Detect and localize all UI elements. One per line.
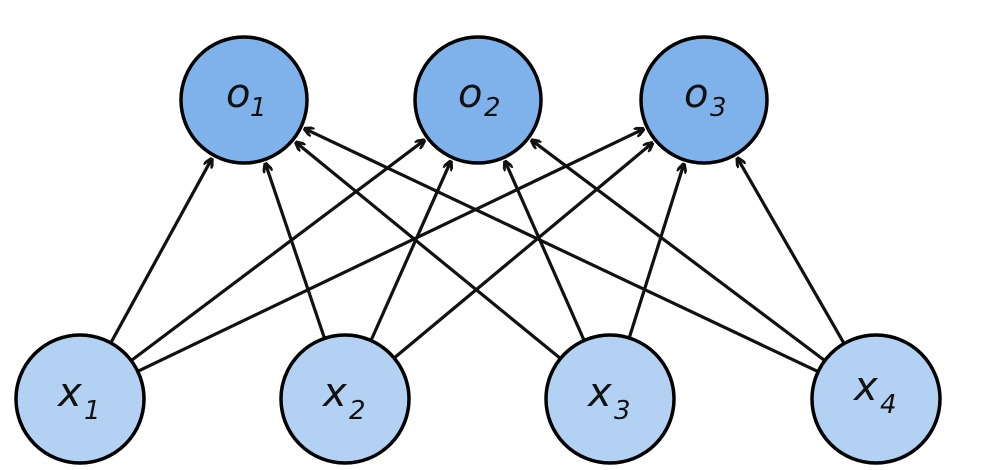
input-node-x2: x 2 xyxy=(279,333,411,465)
output-node-o2: o 2 xyxy=(413,35,543,165)
edge-x4-o1 xyxy=(305,129,818,373)
edge-x1-o3 xyxy=(137,129,644,373)
input-node-x2-sub: 2 xyxy=(349,396,366,426)
edge-x3-o1 xyxy=(296,142,561,360)
output-node-o2-var: o xyxy=(458,71,482,117)
edge-x2-o2 xyxy=(369,161,450,341)
output-node-o3-var: o xyxy=(684,71,708,117)
edge-x1-o1 xyxy=(109,159,212,343)
input-node-x1: x 1 xyxy=(14,333,146,465)
output-node-o3: o 3 xyxy=(639,35,769,165)
edge-x4-o2 xyxy=(532,140,825,362)
output-node-o1-var: o xyxy=(226,71,250,117)
input-node-x4-sub: 4 xyxy=(880,390,897,420)
input-node-x4: x 4 xyxy=(810,333,942,465)
output-node-o1-sub: 1 xyxy=(250,93,267,123)
output-node-o3-sub: 3 xyxy=(710,93,727,123)
edge-x2-o3 xyxy=(393,143,653,359)
edge-x1-o2 xyxy=(131,140,424,362)
output-node-o1: o 1 xyxy=(179,35,309,165)
edge-x3-o2 xyxy=(505,161,586,341)
input-node-x3: x 3 xyxy=(544,333,676,465)
input-node-x4-var: x xyxy=(852,364,878,410)
edge-x4-o3 xyxy=(737,158,845,344)
edge-x2-o1 xyxy=(265,164,326,338)
edge-x3-o3 xyxy=(627,164,684,338)
edges-layer xyxy=(109,129,845,373)
input-node-x3-sub: 3 xyxy=(614,396,631,426)
input-node-x3-var: x xyxy=(586,370,612,416)
output-node-o2-sub: 2 xyxy=(484,93,501,123)
input-node-x1-sub: 1 xyxy=(84,396,101,426)
input-node-x2-var: x xyxy=(321,370,347,416)
input-node-x1-var: x xyxy=(56,370,82,416)
